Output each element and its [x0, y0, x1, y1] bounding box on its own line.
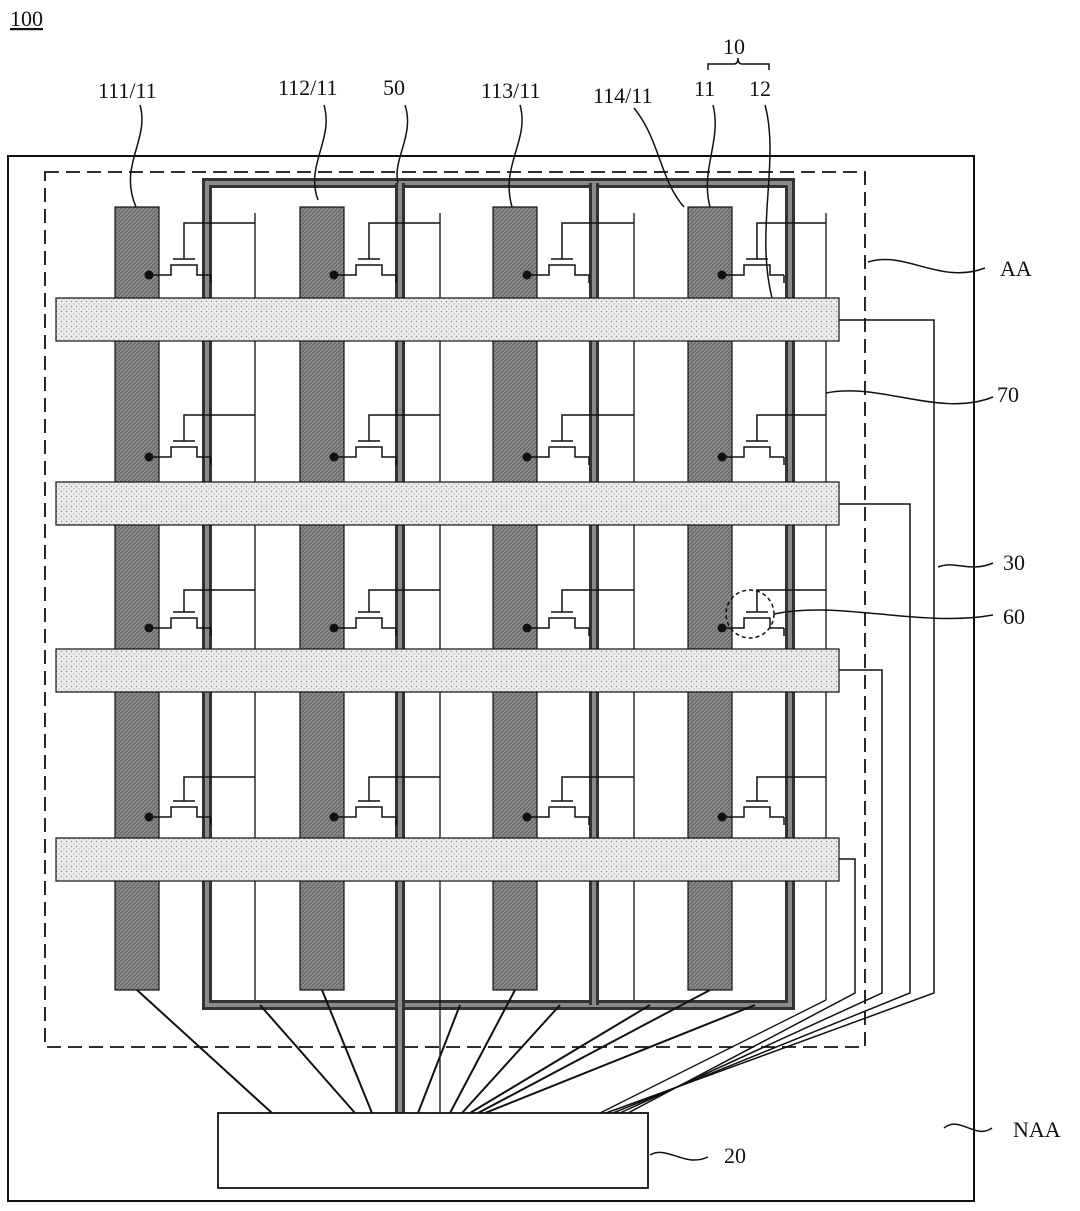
- switch-contact-dot: [144, 812, 154, 822]
- horizontal-strips: [55, 297, 840, 882]
- switch-contact-dot: [329, 452, 339, 462]
- strip-2: [55, 481, 840, 526]
- label-114: 114/11: [593, 83, 652, 108]
- switch-contact-dot: [717, 452, 727, 462]
- switch-transistor: [149, 222, 255, 283]
- label-30: 30: [1003, 550, 1025, 575]
- active-area-boundary: [44, 171, 866, 1048]
- switch-contact-dot: [717, 270, 727, 280]
- switch-transistor: [722, 222, 826, 283]
- switch-contact-dot: [144, 623, 154, 633]
- figure-label: 100: [10, 6, 43, 31]
- label-60: 60: [1003, 604, 1025, 629]
- label-aa: AA: [1000, 256, 1032, 281]
- label-111: 111/11: [98, 78, 157, 103]
- switch-elements: [144, 222, 826, 825]
- switch-contact-dot: [522, 623, 532, 633]
- switch-transistor: [334, 222, 440, 283]
- switch-contact-dot: [144, 270, 154, 280]
- label-112: 112/11: [278, 75, 337, 100]
- routing-lines: [605, 319, 935, 1114]
- driver-chip: [217, 1112, 649, 1189]
- strip-4: [55, 837, 840, 882]
- label-50: 50: [383, 75, 405, 100]
- switch-contact-dot: [522, 812, 532, 822]
- switch-contact-dot: [329, 270, 339, 280]
- switch-transistor: [527, 776, 634, 825]
- strip-3: [55, 648, 840, 693]
- switch-transistor: [722, 414, 826, 465]
- switch-transistor: [527, 222, 634, 283]
- switch-transistor: [149, 776, 255, 825]
- label-113: 113/11: [481, 78, 540, 103]
- switch-contact-dot: [717, 623, 727, 633]
- switch-transistor: [149, 589, 255, 636]
- switch-transistor: [334, 776, 440, 825]
- switch-contact-dot: [144, 452, 154, 462]
- switch-transistor: [527, 589, 634, 636]
- label-12: 12: [749, 76, 771, 101]
- switch-transistor: [722, 589, 826, 636]
- label-naa: NAA: [1013, 1117, 1061, 1142]
- switch-highlight-circle: [725, 589, 775, 639]
- strip-1: [55, 297, 840, 342]
- switch-transistor: [527, 414, 634, 465]
- switch-transistor: [722, 776, 826, 825]
- switch-contact-dot: [329, 623, 339, 633]
- switch-transistor: [334, 589, 440, 636]
- panel-outline: [7, 155, 975, 1202]
- label-20: 20: [724, 1143, 746, 1168]
- label-70: 70: [997, 382, 1019, 407]
- label-11: 11: [694, 76, 715, 101]
- switch-contact-dot: [329, 812, 339, 822]
- switch-contact-dot: [717, 812, 727, 822]
- label-10: 10: [723, 34, 745, 59]
- switch-contact-dot: [522, 270, 532, 280]
- switch-contact-dot: [522, 452, 532, 462]
- fanout-lines: [136, 989, 756, 1114]
- leader-lines: [129, 57, 994, 1161]
- switch-transistor: [149, 414, 255, 465]
- switch-transistor: [334, 414, 440, 465]
